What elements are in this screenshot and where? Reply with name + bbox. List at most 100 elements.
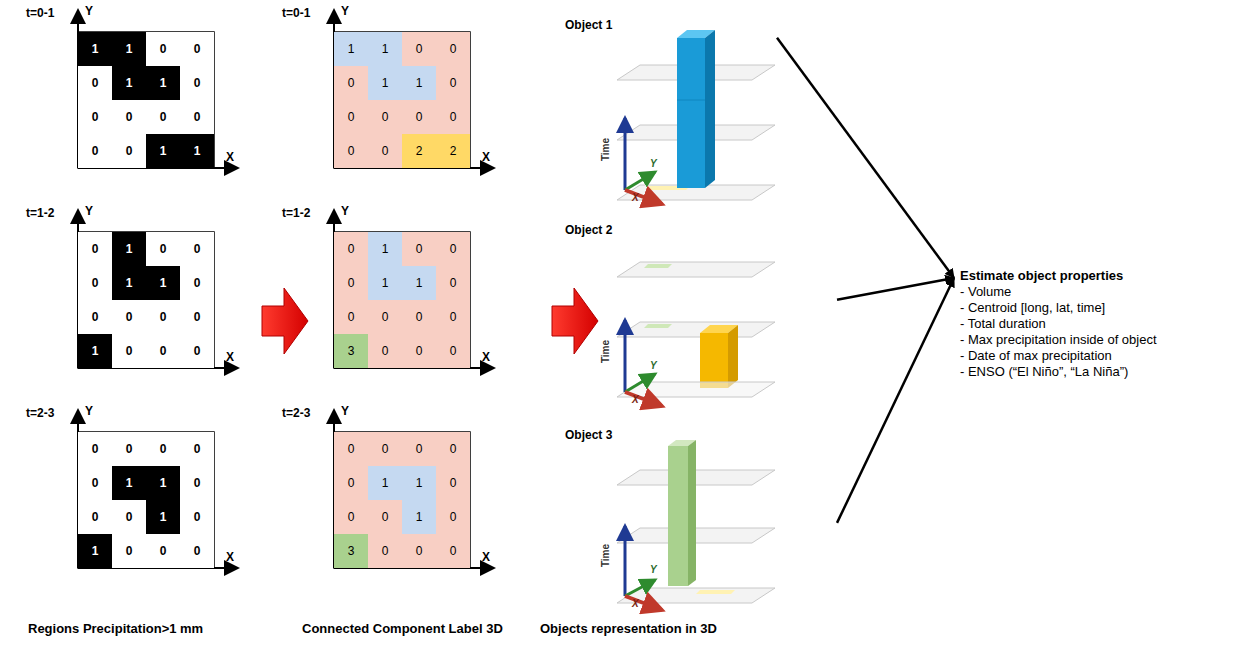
node-heading: Object 3	[565, 428, 612, 442]
axis-label: X	[226, 550, 234, 564]
axis-label: Y	[650, 158, 657, 169]
time-step-label: t=0-1	[26, 6, 54, 20]
axis-label: X	[226, 150, 234, 164]
grid-cell: 1	[368, 232, 402, 266]
grid-cell: 0	[112, 500, 146, 534]
grid-cell: 2	[436, 134, 470, 168]
grid-cell: 0	[436, 266, 470, 300]
grid-cell: 0	[78, 266, 112, 300]
property-item: - Total duration	[960, 316, 1157, 332]
grid-cell: 1	[112, 266, 146, 300]
axis-label: Y	[85, 204, 93, 218]
grid-cell: 0	[112, 534, 146, 568]
grid-frame	[334, 432, 470, 568]
axis-label: Y	[650, 360, 657, 371]
axis-label: X	[482, 150, 490, 164]
axis-label: Y	[85, 4, 93, 18]
grid-cell: 0	[78, 66, 112, 100]
time-step-label: t=0-1	[282, 6, 310, 20]
grid-cell: 0	[334, 500, 368, 534]
grid-cell: 1	[180, 134, 214, 168]
axis-label: Time	[600, 544, 611, 567]
property-item: - Volume	[960, 284, 1157, 300]
object-3d	[617, 440, 775, 610]
grid-frame	[78, 232, 214, 368]
grid-cell: 0	[146, 534, 180, 568]
grid-cell: 3	[334, 334, 368, 368]
object-3d	[617, 30, 775, 204]
grid-cell: 0	[180, 432, 214, 466]
axis-label: X	[632, 598, 639, 609]
grid-cell: 1	[78, 534, 112, 568]
grid-cell: 0	[334, 134, 368, 168]
grid-cell: 0	[78, 300, 112, 334]
grid-cell: 1	[146, 266, 180, 300]
grid-cell: 0	[402, 100, 436, 134]
object-panel: Object 2	[565, 220, 837, 410]
grid-cell: 0	[112, 134, 146, 168]
grid-cell: 0	[368, 500, 402, 534]
grid-cell: 1	[402, 500, 436, 534]
grid-cell: 1	[112, 232, 146, 266]
axis-label: X	[482, 350, 490, 364]
axis-label: X	[482, 550, 490, 564]
grid-cell: 0	[436, 500, 470, 534]
grid-cell: 0	[180, 232, 214, 266]
grid-cell: 3	[334, 534, 368, 568]
grid-cell: 0	[180, 100, 214, 134]
object-3d	[617, 262, 775, 406]
grid-cell: 1	[402, 266, 436, 300]
block-arrow	[552, 288, 598, 354]
grid-cell: 0	[78, 466, 112, 500]
grid-cell: 0	[180, 32, 214, 66]
grid-cell: 1	[78, 32, 112, 66]
grid-cell: 0	[436, 66, 470, 100]
grid-cell: 1	[334, 32, 368, 66]
grid-cell: 0	[402, 432, 436, 466]
grid-cell: 1	[146, 466, 180, 500]
grid-cell: 0	[402, 32, 436, 66]
grid-cell: 1	[112, 466, 146, 500]
grid-cell: 0	[436, 466, 470, 500]
grid-cell: 1	[112, 32, 146, 66]
object-panel: Object 1	[565, 15, 777, 205]
grid-cell: 1	[368, 266, 402, 300]
grid-cell: 0	[402, 534, 436, 568]
grid-cell: 0	[78, 232, 112, 266]
grid-cell: 1	[402, 66, 436, 100]
axis-label: Y	[341, 204, 349, 218]
column-caption: Objects representation in 3D	[540, 621, 717, 636]
grid-cell: 0	[112, 300, 146, 334]
grid-cell: 0	[368, 100, 402, 134]
grid-cell: 0	[180, 300, 214, 334]
property-item: - ENSO (“El Niño”, “La Niña”)	[960, 364, 1157, 380]
property-item: - Date of max precipitation	[960, 348, 1157, 364]
grid-frame	[78, 432, 214, 568]
time-step-label: t=1-2	[282, 206, 310, 220]
grid-cell: 0	[334, 232, 368, 266]
time-step-label: t=2-3	[282, 406, 310, 420]
grid-cell: 0	[180, 534, 214, 568]
connector-arrow	[777, 38, 954, 278]
grid-cell: 1	[368, 32, 402, 66]
grid-frames	[78, 12, 492, 568]
grid-cell: 0	[146, 432, 180, 466]
axis-label: X	[632, 192, 639, 203]
grid-cell: 0	[436, 232, 470, 266]
grid-cell: 0	[146, 232, 180, 266]
grid-cell: 1	[78, 334, 112, 368]
properties-box: Estimate object properties- Volume- Cent…	[960, 268, 1157, 380]
grid-cell: 0	[334, 66, 368, 100]
grid-cell: 1	[402, 466, 436, 500]
column-caption: Connected Component Label 3D	[302, 621, 503, 636]
grid-cell: 0	[180, 266, 214, 300]
axis-label: Y	[650, 564, 657, 575]
connector-arrow	[837, 278, 954, 300]
grid-cell: 0	[402, 334, 436, 368]
grid-cell: 0	[180, 466, 214, 500]
grid-cell: 0	[334, 300, 368, 334]
grid-cell: 1	[368, 466, 402, 500]
grid-cell: 0	[334, 266, 368, 300]
block-arrow	[262, 288, 308, 354]
axis-label: Y	[341, 404, 349, 418]
